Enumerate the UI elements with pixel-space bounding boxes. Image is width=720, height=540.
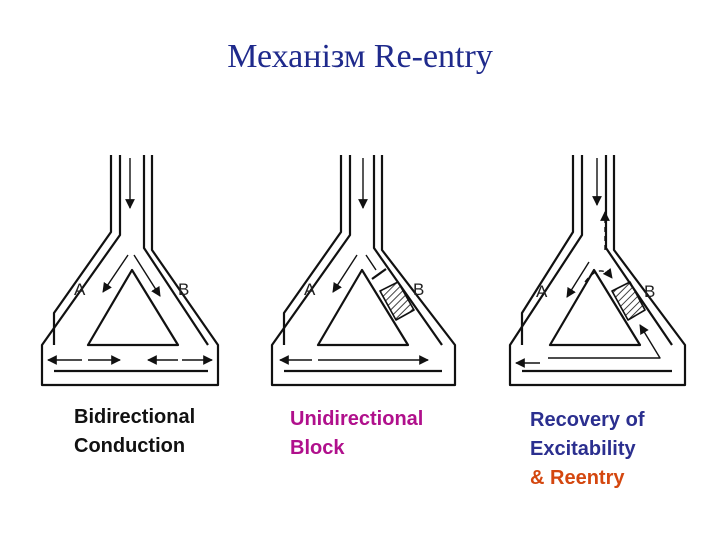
caption-line: & Reentry xyxy=(530,467,625,489)
label-b-panel1: B xyxy=(178,280,189,299)
fiber-outline xyxy=(270,155,457,387)
caption-line: Excitability xyxy=(530,438,636,460)
label-b-panel3: B xyxy=(644,282,655,301)
slide-title: Механізм Re-entry xyxy=(227,38,493,75)
fiber-wall-left xyxy=(520,155,575,345)
panel-bidirectional xyxy=(40,155,220,387)
fiber-wall-right xyxy=(604,155,673,346)
caption-reentry: Recovery of Excitability & Reentry xyxy=(530,406,645,493)
arrow-right-branch xyxy=(133,254,161,297)
label-b-panel2: B xyxy=(413,280,424,299)
caption-line: Conduction xyxy=(74,435,186,457)
fiber-outline xyxy=(508,155,687,387)
label-a-panel3: A xyxy=(536,282,548,301)
arrow-toward-block xyxy=(365,254,377,271)
fiber-inner-path xyxy=(316,268,410,347)
caption-unidirectional: Unidirectional Block xyxy=(290,405,423,463)
block-zone xyxy=(379,281,415,321)
block-bar xyxy=(371,268,387,280)
recovered-zone xyxy=(611,281,646,321)
caption-line: Block xyxy=(290,437,345,459)
fiber-outline xyxy=(40,155,220,387)
label-a-panel2: A xyxy=(304,280,316,299)
arrow-left-branch xyxy=(102,254,129,293)
fiber-wall-left xyxy=(282,155,343,345)
fiber-inner-path xyxy=(548,268,642,347)
arrow-bottom-loop xyxy=(548,324,661,359)
fiber-inner-path xyxy=(86,268,180,347)
caption-line: Recovery of xyxy=(530,409,645,431)
fiber-wall-right xyxy=(372,155,443,346)
caption-line: Bidirectional xyxy=(74,406,196,428)
panel-reentry xyxy=(508,155,687,387)
arrow-left-branch xyxy=(332,254,358,293)
arrow-reentry-loop xyxy=(584,268,613,283)
fiber-wall-left xyxy=(52,155,113,345)
arrow-left-branch xyxy=(566,261,590,298)
panel-unidirectional xyxy=(270,155,457,387)
caption-line: Unidirectional xyxy=(290,408,424,430)
caption-bidirectional: Bidirectional Conduction xyxy=(74,403,195,461)
fiber-wall-right xyxy=(142,155,209,346)
label-a-panel1: A xyxy=(74,280,86,299)
